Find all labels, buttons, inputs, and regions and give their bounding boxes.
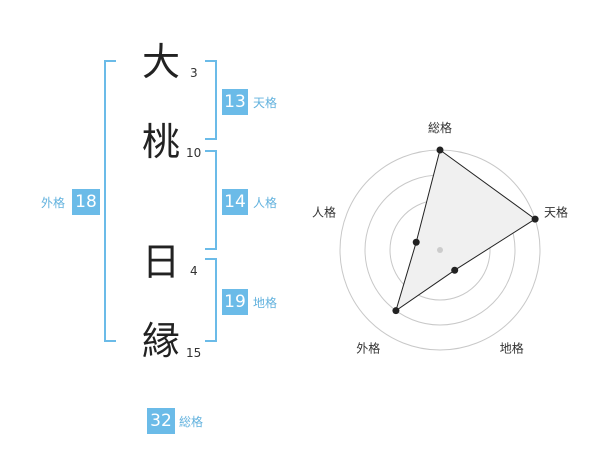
stroke-count-2: 10 [186,146,202,160]
name-char-3: 日 [142,240,181,284]
tenkaku-bracket [205,60,217,140]
tenkaku-value: 13 [222,89,248,115]
stroke-count-4: 15 [186,346,202,360]
radar-point-天格 [531,215,539,223]
stroke-count-1: 3 [190,66,198,80]
stroke-count-3: 4 [190,264,198,278]
radar-axis-label: 外格 [356,341,380,356]
soukaku-value: 32 [147,408,175,434]
radar-axis-label: 人格 [312,204,336,219]
name-char-1: 大 [142,40,181,84]
chikaku-bracket [205,258,217,342]
name-char-4: 縁 [142,319,181,363]
gaikaku-label: 外格 [41,196,66,210]
gaikaku-value: 18 [72,189,100,215]
name-char-2: 桃 [142,120,181,164]
radar-axis-label: 地格 [500,341,524,356]
radar-axis-label: 天格 [544,204,568,219]
radar-point-総格 [436,146,444,154]
radar-points [392,146,539,315]
chikaku-value: 19 [222,289,248,315]
radar-point-外格 [392,307,400,315]
radar-point-人格 [412,238,420,246]
tenkaku-label: 天格 [253,96,278,110]
radar-axis-label: 総格 [428,120,452,135]
jinkaku-bracket [205,150,217,250]
jinkaku-label: 人格 [253,196,278,210]
jinkaku-value: 14 [222,189,248,215]
radar-point-地格 [451,266,459,274]
radar-area [395,149,536,312]
chikaku-label: 地格 [253,296,278,310]
soukaku-label: 総格 [179,415,204,429]
radar-center-dot [437,247,443,253]
gaikaku-bracket [104,60,116,342]
